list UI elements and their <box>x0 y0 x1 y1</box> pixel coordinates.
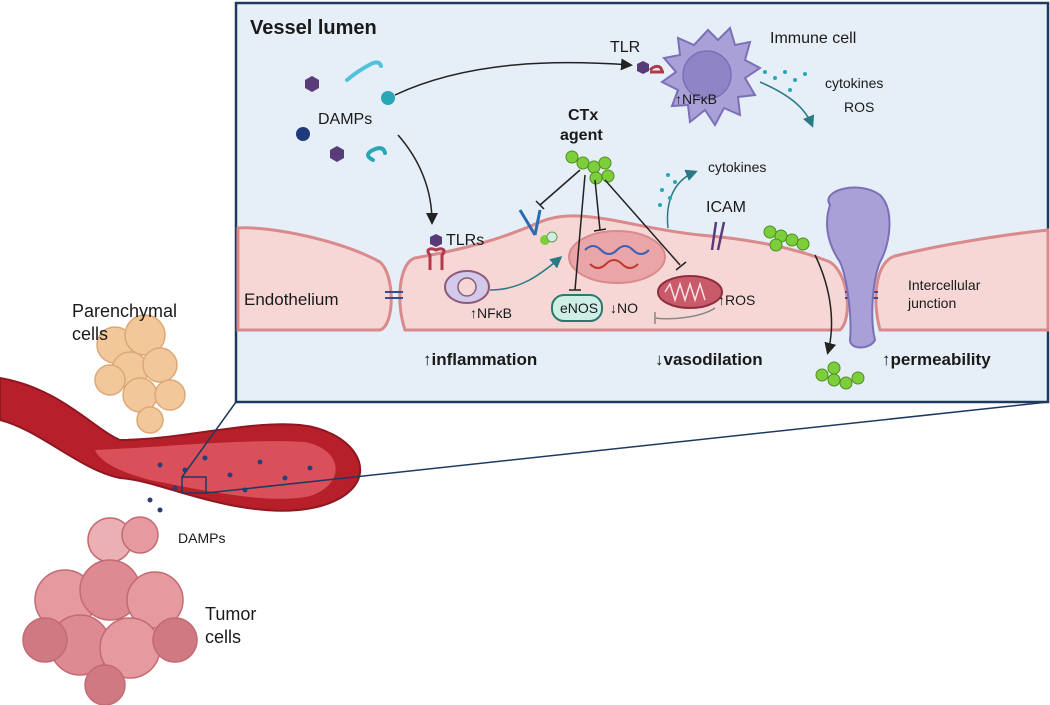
icam-icon <box>710 221 726 251</box>
ctx-inhibition-lines <box>535 169 687 291</box>
tumor-cells <box>22 516 198 705</box>
parenchymal-cells <box>94 314 186 434</box>
ctx-label-1: CTx <box>568 107 598 124</box>
enos-badge <box>551 294 603 322</box>
nucleus <box>568 230 666 284</box>
ctx-label-2: agent <box>560 127 603 144</box>
ctx-molecule-icon-2 <box>763 225 810 252</box>
tlrs-label: TLRs <box>446 232 484 249</box>
ros-to-no-inhibition <box>654 307 716 320</box>
immune-tlr-damp-icon <box>637 61 649 74</box>
endothelial-cell-left <box>236 226 393 332</box>
tlr-damp-icon <box>430 234 442 247</box>
no-label: ↓NO <box>610 300 638 316</box>
damps-to-tlrs-arrow <box>397 134 438 225</box>
parenchymal-label-2: cells <box>72 324 108 344</box>
mitochondrion-cristae <box>664 281 706 303</box>
endosome-core <box>457 277 477 297</box>
endo-cytokine-arrow <box>666 169 698 229</box>
vessel-overview: Parenchymal cells DAMPs Tumor cells <box>0 301 1049 705</box>
endothelium-label: Endothelium <box>244 290 339 309</box>
immune-cytokine-dots <box>763 70 807 92</box>
zoom-panel: Vessel lumen eNOS ↓NO ↑ROS ↑NFκB TLRs IC… <box>234 1 1050 404</box>
zoom-line-top <box>181 401 237 478</box>
ros-immune-label: ROS <box>844 99 874 115</box>
tlr-receptor-icon <box>426 247 446 270</box>
ctx-molecule-icon-3 <box>815 361 865 390</box>
ctx-molecule-icon <box>565 150 615 185</box>
junction-left <box>385 291 403 299</box>
icam-label: ICAM <box>706 199 746 216</box>
immune-cell-nucleus <box>682 50 732 100</box>
immune-tlr-receptor-icon <box>648 64 664 74</box>
receptor-ligand-icon-2 <box>546 231 558 243</box>
inflammation-label: ↑inflammation <box>423 350 537 369</box>
lumen-damps <box>296 60 395 162</box>
cytokines-immune-label: cytokines <box>825 75 883 91</box>
tlr-immune-label: TLR <box>610 39 640 56</box>
cytokines-endo-label: cytokines <box>708 159 766 175</box>
parenchymal-label-1: Parenchymal <box>72 301 177 321</box>
nfkb-to-nucleus-arrow <box>489 256 563 291</box>
immune-cytokine-arrow <box>759 81 815 128</box>
dna-strand-icon-2 <box>589 259 639 269</box>
endothelial-cell-right <box>874 228 1050 332</box>
junction-label-1: Intercellular <box>908 277 981 293</box>
ctx-leak-arrow <box>814 254 837 355</box>
zoom-box <box>181 476 207 494</box>
panel-title: Vessel lumen <box>250 17 377 39</box>
vasodilation-label: ↓vasodilation <box>655 350 763 369</box>
mitochondrion-icon <box>657 275 723 309</box>
transmigrating-cell <box>826 186 891 349</box>
zoom-line-bottom <box>205 401 1049 494</box>
immune-cell-label: Immune cell <box>770 30 856 47</box>
vessel-damp-particles <box>137 455 313 523</box>
tumor-label-2: cells <box>205 627 241 647</box>
permeability-label: ↑permeability <box>882 350 991 369</box>
tumor-label-1: Tumor <box>205 604 256 624</box>
membrane-receptor-icon <box>518 209 542 236</box>
enos-label: eNOS <box>560 300 598 316</box>
lumen-damps-label: DAMPs <box>318 111 372 128</box>
dna-strand-icon <box>584 245 650 255</box>
overview-damps-label: DAMPs <box>178 530 225 546</box>
endo-cytokine-dots <box>658 173 677 207</box>
damps-to-immune-arrow <box>394 58 633 96</box>
nfkb-immune-label: ↑NFκB <box>675 91 717 107</box>
nfkb-endo-label: ↑NFκB <box>470 305 512 321</box>
vessel-lumen-inner <box>95 441 336 499</box>
immune-cell <box>637 26 762 127</box>
junction-label-2: junction <box>907 295 956 311</box>
ros-endo-label: ↑ROS <box>718 292 755 308</box>
